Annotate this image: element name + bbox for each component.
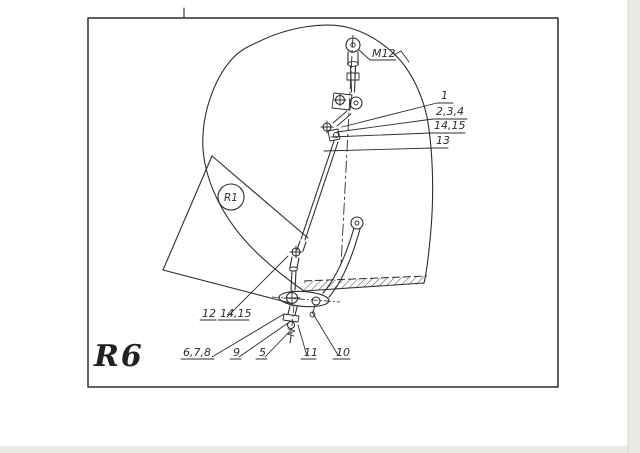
- leader-14-15-right: [330, 132, 432, 138]
- callout-group-10: 10: [311, 311, 351, 360]
- drawing-frame: [87, 17, 559, 388]
- leader-1: [341, 102, 438, 128]
- callout-14-15-right: 14,15: [434, 119, 466, 132]
- top-bolt-assembly: [345, 37, 361, 93]
- callout-group-1415-right: 14,15: [330, 119, 466, 138]
- leader-6-7-8: [211, 313, 285, 358]
- callout-11: 11: [304, 346, 318, 359]
- callout-group-13: 13: [323, 134, 450, 152]
- callout-1: 1: [441, 89, 448, 102]
- callout-r1: R1: [224, 192, 238, 204]
- leader-12-14-15: [226, 255, 289, 318]
- connecting-rod: [300, 140, 339, 241]
- leader-11: [297, 324, 308, 357]
- callout-group-5: 5: [255, 328, 293, 360]
- leader-13: [323, 147, 434, 152]
- r1-balloon: R1: [217, 183, 245, 211]
- callout-group-678: 6,7,8: [180, 313, 285, 360]
- leader-9: [238, 322, 289, 358]
- callout-group-1: 1: [341, 89, 454, 128]
- scan-edge-bottom: [0, 446, 640, 453]
- callout-group-m12: M12: [358, 47, 397, 61]
- rod-end-clevis: [289, 240, 307, 291]
- bell-crank: [271, 289, 341, 318]
- hardware-stack: [282, 305, 300, 345]
- callout-m12: M12: [372, 47, 396, 60]
- sheet-reference: R6: [93, 339, 144, 374]
- leader-m12: [358, 49, 371, 61]
- upper-bracket-assembly: [331, 92, 363, 127]
- callout-14-15-left: 14,15: [220, 307, 252, 320]
- callout-2-3-4: 2,3,4: [436, 105, 464, 118]
- callout-group-11: 11: [297, 324, 318, 360]
- callout-6-7-8: 6,7,8: [183, 346, 211, 359]
- callout-10: 10: [336, 346, 350, 359]
- callout-13: 13: [436, 134, 450, 147]
- callout-5: 5: [259, 346, 266, 359]
- panel-outline: [162, 155, 309, 304]
- body-outline: [202, 24, 434, 292]
- callout-9: 9: [233, 346, 240, 359]
- scan-edge-right: [628, 0, 640, 453]
- callout-group-9: 9: [229, 322, 289, 360]
- leader-5: [264, 328, 293, 358]
- pivot-bolt-cluster: [320, 120, 341, 142]
- callout-12: 12: [202, 307, 216, 320]
- seam-hatch-band: [303, 275, 428, 291]
- callout-group-234: 2,3,4: [336, 105, 468, 133]
- leader-2-3-4: [336, 118, 434, 133]
- idler-lever: [322, 216, 364, 298]
- callout-group-12-1415: 12 14,15: [199, 255, 289, 321]
- leader-10: [311, 311, 339, 356]
- seam-notch: [393, 50, 410, 63]
- bell-crank-axis: [271, 296, 341, 303]
